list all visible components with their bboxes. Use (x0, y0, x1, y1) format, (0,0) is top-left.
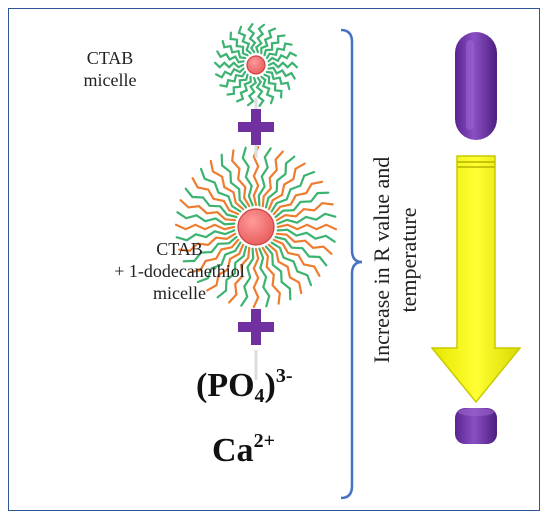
surfactant-tail (175, 229, 236, 242)
surfactant-tail (221, 39, 247, 60)
disc-icon (455, 408, 497, 444)
surfactant-tail (274, 235, 328, 267)
surfactant-tail (258, 247, 271, 308)
phosphate-base: (PO (196, 367, 255, 404)
surfactant-tail (267, 243, 303, 295)
surfactant-tail (226, 73, 249, 96)
calcium-label: Ca2+ (212, 430, 332, 470)
surfactant-tail (255, 23, 266, 54)
surfactant-tail (216, 245, 248, 299)
surfactant-tail (247, 23, 257, 54)
surfactant-tail (252, 247, 260, 309)
surfactant-tail (276, 212, 337, 225)
label-line: micelle (83, 70, 137, 90)
surfactant-tail (260, 75, 275, 105)
surfactant-tail (267, 66, 296, 80)
surfactant-tail (196, 241, 242, 284)
phosphate-close: ) (264, 367, 276, 404)
plus-icon (238, 309, 274, 345)
surfactant-tail (274, 191, 330, 219)
surfactant-tail (228, 246, 251, 304)
surfactant-tail (209, 159, 245, 211)
surfactant-tail (215, 67, 245, 79)
surfactant-tail (246, 76, 257, 107)
surfactant-tail (174, 223, 236, 231)
plus-icon (238, 109, 274, 145)
surfactant-tail (216, 50, 245, 64)
surfactant-tail (267, 162, 306, 211)
surfactant-tail (206, 243, 245, 292)
surfactant-tail (178, 232, 237, 252)
surfactant-tail (257, 147, 272, 207)
ctab-micelle-label: CTAB micelle (60, 47, 160, 91)
mixed-micelle-label: CTAB + 1-dodecanethiol micelle (92, 238, 267, 304)
surfactant-tail (188, 238, 240, 274)
surfactant-tail (182, 235, 238, 263)
axis-text-line: Increase in R value and (369, 156, 394, 364)
micelle-core (246, 55, 266, 75)
surfactant-tail (270, 241, 313, 287)
label-line: CTAB (86, 48, 134, 68)
surfactant-tail (265, 42, 293, 60)
surfactant-tail (264, 155, 296, 209)
surfactant-tail (220, 153, 248, 209)
surfactant-tail (184, 187, 238, 219)
surfactant-tail (214, 61, 245, 69)
diagram-frame (8, 8, 540, 511)
surfactant-tail (267, 61, 298, 69)
surfactant-tail (270, 170, 316, 213)
surfactant-tail (179, 199, 237, 222)
surfactant-tail (261, 246, 281, 305)
surfactant-tail (267, 51, 297, 63)
surfactant-tail (263, 73, 283, 99)
phosphate-charge: 3- (275, 365, 293, 387)
phosphate-sub: 4 (254, 385, 265, 407)
surfactant-tail (272, 180, 324, 216)
surfactant-tail (252, 145, 260, 207)
surfactant-tail (276, 223, 338, 231)
surfactant-tail (219, 70, 247, 88)
axis-text-line: temperature (396, 207, 421, 313)
arrow-down-icon (430, 155, 522, 404)
calcium-charge: 2+ (253, 430, 275, 452)
surfactant-tail (260, 27, 277, 55)
surfactant-tail (275, 202, 334, 222)
surfactant-tail (276, 228, 336, 243)
surfactant-tail (237, 25, 252, 55)
surfactant-tail (235, 75, 252, 103)
surfactant-tail (265, 70, 291, 91)
surfactant-tail (263, 34, 286, 57)
bracket (340, 28, 363, 500)
capsule-icon (455, 32, 497, 140)
surfactant-tail (241, 146, 254, 207)
surfactant-tail (191, 177, 240, 216)
surfactant-tail (272, 238, 321, 277)
label-line: micelle (153, 283, 206, 303)
label-line: CTAB (156, 239, 203, 259)
surfactant-tail (231, 149, 251, 208)
calcium-base: Ca (212, 432, 254, 469)
surfactant-tail (275, 232, 333, 255)
surfactant-tail (240, 247, 255, 307)
surfactant-tail (199, 167, 242, 213)
surfactant-tail (255, 76, 265, 107)
mixed-micelle-icon (174, 145, 338, 309)
surfactant-tail (176, 211, 236, 226)
surfactant-tail (261, 150, 284, 208)
phosphate-label: (PO4)3- (196, 365, 336, 408)
micelle-core (237, 208, 275, 246)
ctab-micelle-icon (214, 23, 298, 107)
surfactant-tail (229, 31, 249, 57)
label-line: + 1-dodecanethiol (114, 261, 245, 281)
surfactant-tail (264, 245, 292, 301)
